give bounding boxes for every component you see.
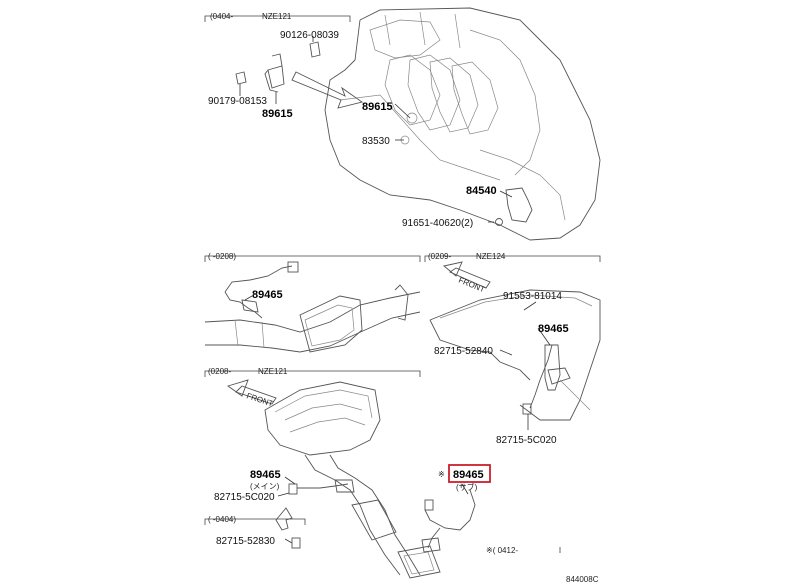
part-89465-b[interactable]: 89465 [538, 323, 569, 335]
part-90126-08039[interactable]: 90126-08039 [280, 30, 339, 41]
engine-right-sketch [429, 289, 601, 421]
note-range-label: ※( 0412- [486, 546, 518, 555]
top-bracket [204, 15, 351, 22]
drawing-code: 844008C [566, 575, 599, 584]
mid-right-bracket [424, 255, 601, 262]
part-90179-08153[interactable]: 90179-08153 [208, 96, 267, 107]
highlight-box [448, 464, 491, 483]
mid-left-range-label: ( -0208) [208, 252, 236, 261]
bottom-sub-range-label: ( -0404) [208, 515, 236, 524]
sensor-89615-sketch [235, 41, 321, 93]
mid-right-range-label: (0209- [428, 252, 451, 261]
o2-sensor-wire-sketch [224, 261, 299, 319]
part-89465-sub[interactable]: 89465 [453, 469, 484, 481]
bottom-model-label: NZE121 [258, 367, 288, 376]
small-arrow-up [275, 507, 293, 531]
part-83530[interactable]: 83530 [362, 136, 390, 147]
pointer-arrow-shape [291, 71, 364, 109]
engine-block-sketch [324, 7, 601, 241]
part-84540[interactable]: 84540 [466, 185, 497, 197]
bottom-section: (0208- NZE121 FRONT [204, 367, 599, 584]
note-mark: ※ [438, 470, 445, 479]
exhaust-pipe-sketch [204, 284, 421, 353]
part-91553-81014[interactable]: 91553-81014 [503, 291, 562, 302]
engine-bottom-sketch [264, 381, 441, 579]
top-range-label: (0404- [210, 12, 233, 21]
part-89465-sub-note: (サブ) [456, 482, 478, 492]
front-arrow-right: FRONT [443, 261, 491, 294]
sub-o2-sensor-sketch [421, 489, 476, 553]
top-section: (0404- NZE121 [204, 7, 601, 241]
knock-sensor-sketch [505, 187, 533, 223]
bottom-bracket [204, 370, 421, 377]
part-89615-a[interactable]: 89615 [262, 108, 293, 120]
part-82715-5c020-a[interactable]: 82715-5C020 [496, 435, 557, 446]
part-82715-52840[interactable]: 82715-52840 [434, 346, 493, 357]
part-89465-a[interactable]: 89465 [252, 289, 283, 301]
bottom-sub-bracket [204, 518, 306, 525]
part-89465-main[interactable]: 89465 [250, 469, 281, 481]
front-arrow-left: FRONT [226, 379, 277, 408]
mid-left-bracket [204, 255, 421, 262]
part-82715-52830[interactable]: 82715-52830 [216, 536, 275, 547]
part-89465-main-note: (メイン) [250, 482, 280, 491]
middle-left-section: ( -0208) 89465 [204, 252, 421, 353]
top-model-label: NZE121 [262, 12, 292, 21]
part-91651-40620[interactable]: 91651-40620(2) [402, 218, 473, 229]
part-82715-5c020-b[interactable]: 82715-5C020 [214, 492, 275, 503]
main-o2-sensor-sketch [288, 479, 355, 495]
mid-right-model-label: NZE124 [476, 252, 506, 261]
bottom-range-label: (0208- [208, 367, 231, 376]
middle-right-section: (0209- NZE124 FRONT 91553-81014 89465 82… [424, 252, 601, 446]
part-89615-b[interactable]: 89615 [362, 101, 393, 113]
front-label-left: FRONT [245, 391, 274, 408]
